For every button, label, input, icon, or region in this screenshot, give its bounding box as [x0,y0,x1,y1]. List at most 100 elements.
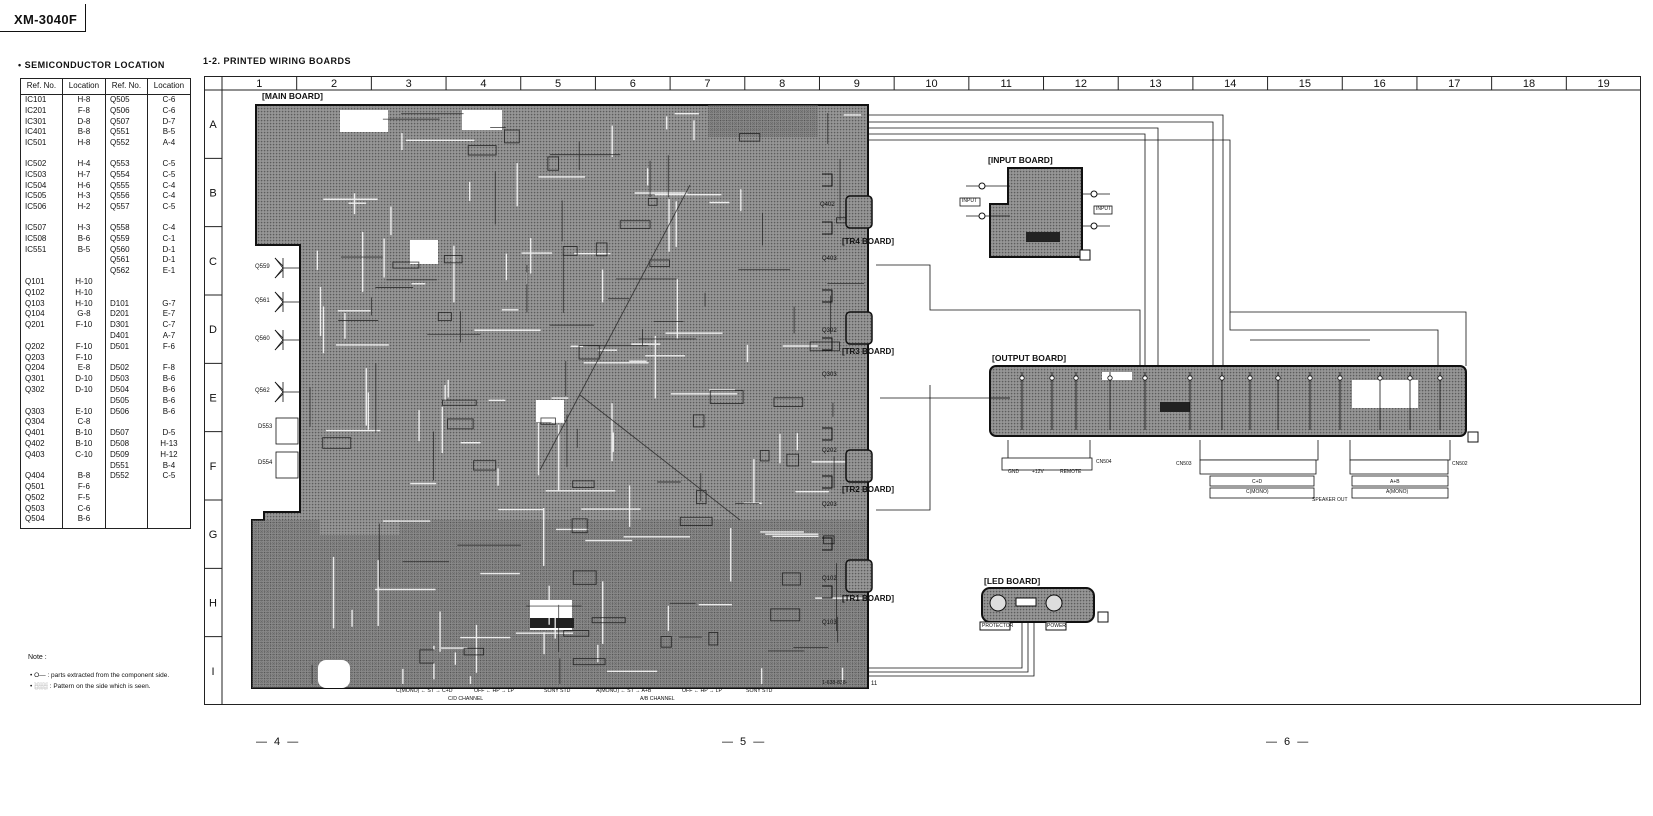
location-cell: G-7 [146,298,192,310]
location-cell [61,330,106,342]
location-cell: A-7 [146,330,192,342]
main-board [251,104,869,689]
location-cell: F-6 [61,482,106,493]
location-cell: H-7 [61,169,106,181]
page-number-4: — 4 — [256,736,301,748]
location-cell: B-6 [146,395,192,407]
location-cell: C-7 [146,320,192,331]
location-cell: H-3 [61,191,106,203]
col-header-ref1: Ref. No. [20,78,63,95]
cmono-label: C(MONO) [1246,489,1269,495]
location-cell: C-1 [146,233,192,245]
location-cell [146,514,192,530]
location-cell [61,212,106,223]
transistor-label: D553 [258,424,273,430]
grid-column-label: 4 [480,78,486,90]
grid-row-label: B [209,188,216,200]
transistor-label: Q560 [255,336,270,342]
location-cell: E-7 [146,309,192,321]
table-header-row: Ref. No. Location Ref. No. Location [20,78,192,95]
grid-column-label: 12 [1075,78,1087,90]
tr1-board-label: [TR1 BOARD] [842,594,894,603]
grid-column-label: 6 [630,78,636,90]
location-cell: E-8 [61,363,106,375]
location-cell: G-8 [61,309,106,321]
location-cell [61,460,106,472]
channel-label-ab: A/B CHANNEL [640,696,675,702]
note-component-side: • O— : parts extracted from the componen… [30,672,170,679]
input-board-label: [INPUT BOARD] [988,155,1053,165]
location-cell: F-8 [61,105,106,117]
cn504-label: CN504 [1096,459,1112,465]
location-cell: F-10 [61,320,106,331]
switch-label-hp-lp-1: OFF ← HP → LP [474,688,514,694]
location-cell: B-5 [61,244,106,256]
location-cell: H-10 [61,287,106,299]
location-cell: C-5 [146,158,192,170]
location-cell: D-1 [146,255,192,267]
location-cell [61,395,106,407]
channel-label-cd: C/D CHANNEL [448,696,484,702]
ab-label: A+B [1390,479,1400,485]
cn503-label: CN503 [1176,461,1192,467]
transistor-label: Q103 [822,620,837,626]
transistor-label: Q562 [255,388,270,394]
location-cell: B-6 [146,406,192,418]
grid-column-label: 5 [555,78,561,90]
location-cell: D-10 [61,384,106,396]
led-board [979,587,1109,631]
location-cell: D-1 [146,244,192,256]
switch-label-ab: A(MONO) ← ST → A+B [596,688,652,694]
grid-column-label: 19 [1598,78,1610,90]
location-cell: B-4 [146,460,192,472]
location-cell: C-5 [146,471,192,483]
transistor-label: Q102 [822,576,837,582]
location-cell: H-12 [146,449,192,461]
sheet-number: 11 [871,681,878,687]
grid-column-label: 7 [704,78,710,90]
grid-column-label: 13 [1149,78,1161,90]
location-cell: C-4 [146,180,192,192]
tr2-board-label: [TR2 BOARD] [842,485,894,494]
cd-label: C+D [1252,479,1263,485]
grid-row-label: A [209,119,217,131]
input-jack-label: INPUT [1096,206,1111,212]
model-name: XM-3040F [14,12,78,27]
location-cell: C-6 [61,503,106,515]
location-cell: C-5 [146,169,192,181]
printed-wiring-boards-title: 1-2. PRINTED WIRING BOARDS [203,56,352,66]
location-cell: F-6 [146,341,192,353]
terminal-gnd: GND [1008,469,1020,475]
wiring-board-frame [204,76,1641,705]
location-cell: H-10 [61,276,106,288]
transistor-label: Q559 [255,264,270,270]
location-cell: D-10 [61,374,106,385]
table-row [20,212,192,223]
location-cell: F-10 [61,341,106,353]
location-cell: B-6 [146,384,192,396]
transistor-label: Q303 [822,372,837,378]
grid-column-label: 9 [854,78,860,90]
main-board-label: [MAIN BOARD] [262,91,323,101]
location-cell: C-5 [146,202,192,213]
location-cell: F-10 [61,352,106,364]
location-cell [146,148,192,159]
location-cell: B-5 [146,127,192,139]
input-jack-label: INPUT [962,198,977,204]
cn502-label: CN502 [1452,461,1468,467]
location-cell: C-8 [61,417,106,429]
